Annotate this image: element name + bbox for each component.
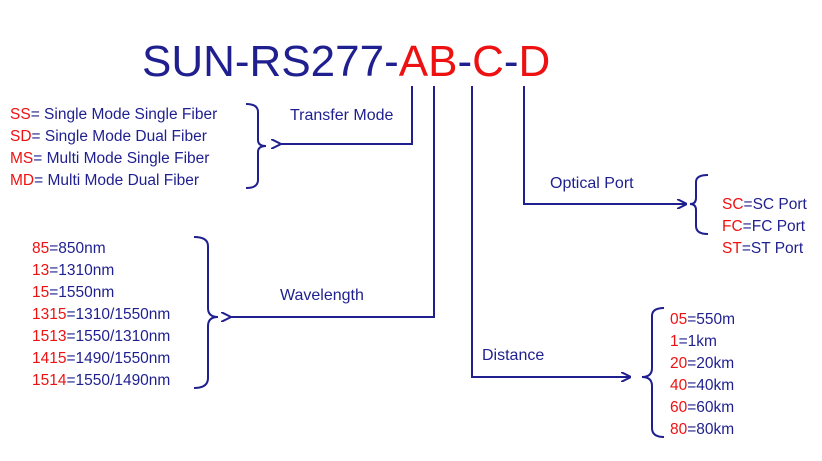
list-item: 13=1310nm [32,262,115,279]
list-item: MS= Multi Mode Single Fiber [10,150,210,167]
transfer-mode-connector [280,86,413,144]
model-dash-1: - [457,37,473,86]
distance-label: Distance [482,347,545,364]
optical-port-connector [523,86,686,204]
list-item: SS= Single Mode Single Fiber [10,106,218,123]
list-item: 1513=1550/1310nm [32,328,171,345]
model-part-ab: AB [398,37,458,86]
list-item: FC=FC Port [722,218,806,235]
optical-port-label: Optical Port [550,175,634,192]
wavelength-list: 85=850nm 13=1310nm 15=1550nm 1315=1310/1… [32,238,170,392]
wavelength-brace [193,236,219,389]
distance-connector [471,86,630,377]
list-item: SD= Single Mode Dual Fiber [10,128,207,145]
list-item: SC=SC Port [722,196,807,213]
model-prefix: SUN-RS277- [142,37,399,86]
list-item: 60=60km [670,399,735,416]
list-item: 85=850nm [32,240,106,257]
wavelength-label: Wavelength [280,287,364,304]
wavelength-connector [230,86,435,317]
transfer-mode-brace [245,103,267,189]
optical-port-list: SC=SC Port FC=FC Port ST=ST Port [722,194,807,260]
list-item: 15=1550nm [32,284,115,301]
model-part-d: D [518,37,551,86]
list-item: 20=20km [670,355,735,372]
list-item: 1=1km [670,333,717,350]
distance-brace [641,307,665,438]
distance-list: 05=550m 1=1km 20=20km 40=40km 60=60km 80… [670,309,735,441]
list-item: 1415=1490/1550nm [32,350,171,367]
list-item: 1514=1550/1490nm [32,372,171,389]
optical-port-brace [689,174,709,235]
list-item: MD= Multi Mode Dual Fiber [10,172,200,189]
model-dash-2: - [503,37,519,86]
list-item: 40=40km [670,377,735,394]
model-number-title: SUN-RS277-AB-C-D [142,36,550,88]
list-item: 1315=1310/1550nm [32,306,171,323]
transfer-mode-label: Transfer Mode [290,107,394,124]
transfer-mode-list: SS= Single Mode Single Fiber SD= Single … [10,104,217,192]
model-part-c: C [472,37,504,86]
list-item: ST=ST Port [722,240,804,257]
list-item: 80=80km [670,421,735,438]
list-item: 05=550m [670,311,736,328]
